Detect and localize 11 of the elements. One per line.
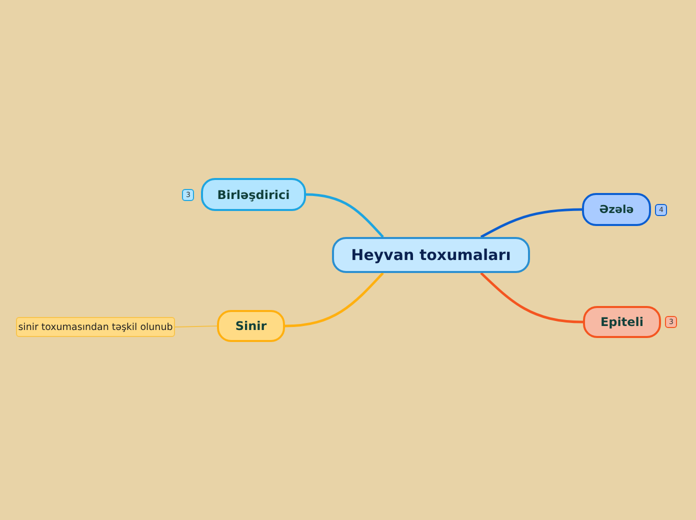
connector <box>306 193 384 238</box>
connector <box>480 208 582 238</box>
central-topic: Heyvan toxumaları <box>332 237 530 273</box>
topic-box: Sinir <box>217 310 285 342</box>
connector <box>174 326 218 328</box>
topic-box: Epiteli <box>583 306 661 338</box>
topic-box: Əzələ <box>582 193 651 226</box>
connector <box>480 272 584 324</box>
connector <box>284 272 384 328</box>
topic-box: Birləşdirici <box>201 178 306 211</box>
note-box: sinir toxumasından təşkil olunub <box>16 317 175 337</box>
